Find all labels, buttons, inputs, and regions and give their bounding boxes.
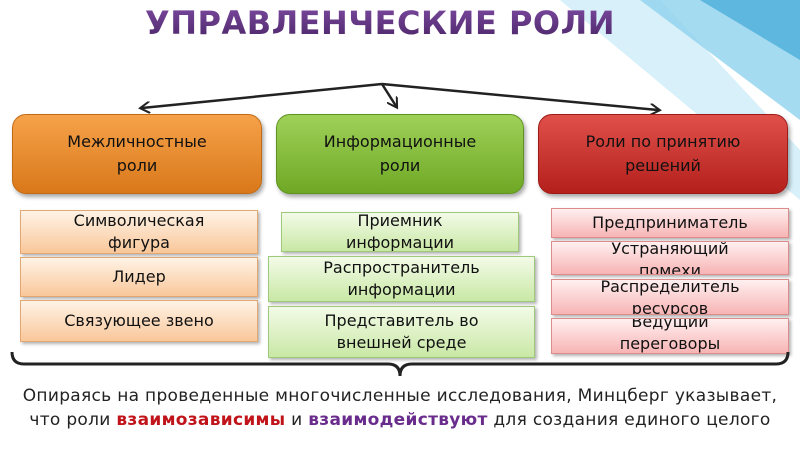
role-negotiator: Ведущий переговоры xyxy=(551,318,789,354)
role-text: Лидер xyxy=(112,267,166,286)
category-decision-line1: Роли по принятию xyxy=(585,132,741,151)
category-interpersonal: Межличностные роли xyxy=(12,114,262,194)
role-text: Распределитель xyxy=(600,279,740,296)
role-resource-allocator: Распределитель ресурсов xyxy=(551,279,789,315)
role-text: фигура xyxy=(108,233,170,252)
role-monitor: Приемник информации xyxy=(281,212,519,252)
summary-highlight-interdependent: взаимозависимы xyxy=(116,410,286,430)
summary-part1: Опираясь на проведенные многочисленные и… xyxy=(22,386,778,430)
category-informational: Информационные роли xyxy=(276,114,524,194)
category-informational-line1: Информационные xyxy=(323,132,477,151)
role-text: Предприниматель xyxy=(592,213,748,232)
category-interpersonal-line1: Межличностные xyxy=(67,132,207,151)
category-decision: Роли по принятию решений xyxy=(538,114,788,194)
category-interpersonal-line2: роли xyxy=(116,156,158,175)
category-informational-line2: роли xyxy=(379,156,421,175)
role-disturbance-handler: Устраняющий помехи xyxy=(551,241,789,275)
role-text: переговоры xyxy=(619,334,721,353)
role-text: ресурсов xyxy=(631,299,709,315)
role-text: Символическая xyxy=(73,211,205,230)
page-title: УПРАВЛЕНЧЕСКИЕ РОЛИ xyxy=(0,4,760,42)
role-text: Приемник xyxy=(357,212,443,230)
role-text: информации xyxy=(347,280,456,299)
role-text: Представитель во xyxy=(324,311,479,330)
role-disseminator: Распространитель информации xyxy=(268,256,535,302)
category-decision-line2: решений xyxy=(625,156,701,175)
category-connector xyxy=(0,82,800,130)
role-text: Устраняющий xyxy=(611,241,729,258)
role-text: помехи xyxy=(638,261,702,275)
role-symbolic-figure: Символическая фигура xyxy=(20,210,258,254)
role-liaison: Связующее звено xyxy=(20,300,258,342)
summary-highlight-interact: взаимодействуют xyxy=(308,410,488,430)
summary-part2: и xyxy=(291,410,303,430)
page-title-text: УПРАВЛЕНЧЕСКИЕ РОЛИ xyxy=(145,4,615,42)
role-text: Связующее звено xyxy=(64,311,214,330)
role-spokesperson: Представитель во внешней среде xyxy=(268,306,535,358)
role-text: внешней среде xyxy=(336,333,467,352)
role-text: информации xyxy=(345,233,455,252)
role-text: Распространитель xyxy=(323,258,480,277)
role-entrepreneur: Предприниматель xyxy=(551,208,789,238)
summary-text: Опираясь на проведенные многочисленные и… xyxy=(10,384,790,450)
summary-part3: для создания единого целого xyxy=(493,410,771,430)
role-text: Ведущий xyxy=(631,318,709,331)
role-leader: Лидер xyxy=(20,257,258,297)
grouping-brace xyxy=(10,351,790,377)
